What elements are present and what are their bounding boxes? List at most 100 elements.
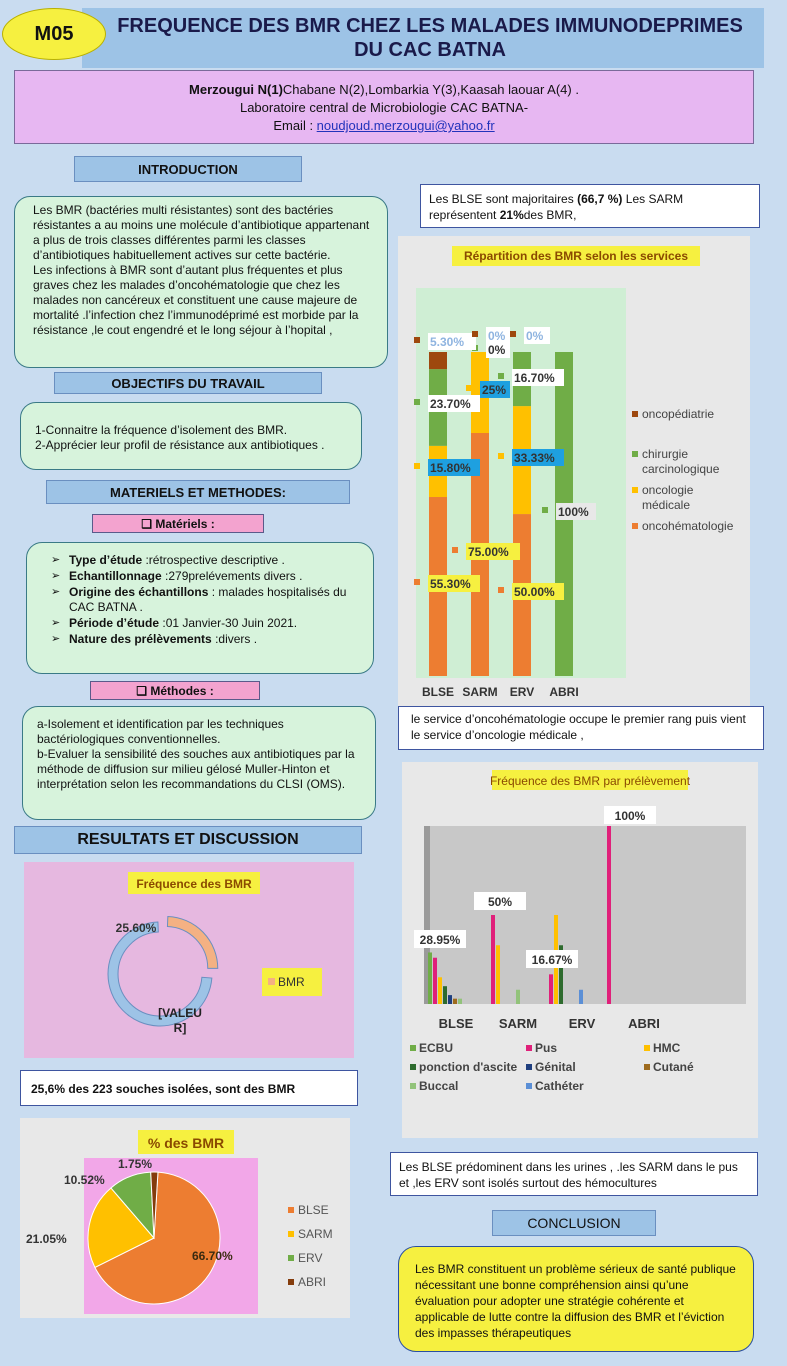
materiel-value: : malades hospitalisés du CAC BATNA . bbox=[69, 585, 347, 614]
poster-code-badge: M05 bbox=[2, 8, 106, 60]
conclusion-text: Les BMR constituent un problème sérieux … bbox=[415, 1262, 736, 1340]
methode-b: b-Evaluer la sensibilité des souches aux… bbox=[37, 747, 355, 791]
cluster-legend-label: ECBU bbox=[419, 1041, 453, 1055]
stack-data-label-bg bbox=[486, 341, 510, 358]
blse-note-bold: 21% bbox=[499, 208, 524, 222]
materiels-label: ❑ Matériels : bbox=[92, 514, 264, 533]
stack-data-label-key bbox=[414, 463, 420, 469]
cluster-legend-swatch bbox=[644, 1064, 650, 1070]
cluster-bar bbox=[491, 915, 495, 1004]
pie-legend-swatch bbox=[288, 1231, 294, 1237]
donut-data-label: R] bbox=[174, 1021, 187, 1035]
stack-data-label: 55.30% bbox=[430, 577, 471, 591]
pie-legend-label: SARM bbox=[298, 1227, 333, 1241]
materiel-item: Période d’étude :01 Janvier-30 Juin 2021… bbox=[47, 616, 359, 631]
conclusion-box: Les BMR constituent un problème sérieux … bbox=[398, 1246, 754, 1352]
title-line-1: FREQUENCE DES BMR CHEZ LES MALADES IMMUN… bbox=[117, 15, 743, 37]
cluster-data-label-bg bbox=[474, 892, 526, 910]
service-note-box: le service d’oncohématologie occupe le p… bbox=[398, 706, 764, 750]
objectif-2: 2-Apprécier leur profil de résistance au… bbox=[35, 438, 325, 452]
stack-data-label-key bbox=[466, 385, 472, 391]
methodes-heading-text: MATERIELS ET METHODES: bbox=[110, 484, 286, 500]
cluster-bar bbox=[579, 989, 583, 1004]
stack-data-label-bg bbox=[512, 449, 564, 466]
donut-title: Fréquence des BMR bbox=[136, 877, 252, 891]
pie-slice-sarm bbox=[87, 1187, 155, 1269]
stack-category-label: ERV bbox=[510, 685, 534, 699]
cluster-legend-label: Buccal bbox=[419, 1079, 458, 1093]
stack-legend-swatch bbox=[632, 523, 638, 529]
stack-data-label-key bbox=[498, 373, 504, 379]
cluster-category-label: BLSE bbox=[439, 1016, 474, 1031]
authors-box: Merzougui N(1)Chabane N(2),Lombarkia Y(3… bbox=[14, 70, 754, 144]
cluster-bar bbox=[458, 998, 462, 1004]
pie-legend-swatch bbox=[288, 1279, 294, 1285]
email-link[interactable]: noudjoud.merzougui@yahoo.fr bbox=[316, 118, 495, 133]
pie-slice-abri bbox=[150, 1171, 159, 1239]
stack-category-label: BLSE bbox=[422, 685, 454, 699]
cluster-legend-label: Cutané bbox=[653, 1060, 694, 1074]
cluster-legend-swatch bbox=[410, 1083, 416, 1089]
stack-data-label-bg bbox=[556, 503, 596, 520]
stack-data-label: 0% bbox=[488, 343, 506, 357]
stack-data-label: 50.00% bbox=[514, 585, 555, 599]
blse-note-bold: (66,7 %) bbox=[577, 192, 623, 206]
objectifs-box: 1-Connaitre la fréquence d’isolement des… bbox=[20, 402, 362, 470]
title-line-2: DU CAC BATNA bbox=[354, 39, 506, 61]
cluster-data-label: 28.95% bbox=[420, 933, 461, 947]
conclusion-heading-text: CONCLUSION bbox=[527, 1215, 621, 1231]
stack-data-label-key bbox=[542, 507, 548, 513]
cluster-plot-bg bbox=[430, 826, 746, 1004]
cluster-legend-swatch bbox=[410, 1045, 416, 1051]
stack-data-label: 75.00% bbox=[468, 545, 509, 559]
cluster-category-label: ABRI bbox=[628, 1016, 660, 1031]
cluster-legend-swatch bbox=[526, 1045, 532, 1051]
cluster-bar bbox=[438, 977, 442, 1004]
materiel-value: :279prelévements divers . bbox=[161, 569, 303, 583]
poster-title: FREQUENCE DES BMR CHEZ LES MALADES IMMUN… bbox=[100, 14, 760, 62]
introduction-paragraph-1: Les BMR (bactéries multi résistantes) so… bbox=[33, 203, 370, 262]
stack-data-label-bg bbox=[480, 381, 510, 398]
resultats-heading-text: RESULTATS ET DISCUSSION bbox=[77, 831, 299, 848]
pie-data-label: 66.70% bbox=[192, 1249, 233, 1263]
pie-title: % des BMR bbox=[148, 1135, 224, 1151]
prelevement-note-box: Les BLSE prédominent dans les urines , .… bbox=[390, 1152, 758, 1196]
cluster-title-bg bbox=[492, 770, 688, 790]
donut-data-label: 25.60% bbox=[116, 921, 157, 935]
materiel-key: Nature des prélèvements bbox=[69, 632, 212, 646]
stack-data-label: 0% bbox=[488, 329, 506, 343]
stack-data-label-key bbox=[452, 547, 458, 553]
stack-data-label-bg bbox=[428, 333, 476, 350]
blse-note-part: Les BLSE sont majoritaires bbox=[429, 192, 578, 206]
cluster-legend-swatch bbox=[526, 1064, 532, 1070]
stack-data-label: 25% bbox=[482, 383, 506, 397]
conclusion-heading: CONCLUSION bbox=[492, 1210, 656, 1236]
materiel-item: Nature des prélèvements :divers . bbox=[47, 632, 359, 647]
methodes-box: a-Isolement et identification par les te… bbox=[22, 706, 376, 820]
stack-data-label-bg bbox=[486, 327, 510, 344]
stack-data-label-bg bbox=[428, 459, 480, 476]
stack-data-label: 5.30% bbox=[430, 335, 464, 349]
stack-data-label-bg bbox=[512, 583, 564, 600]
materiel-value: :rétrospective descriptive . bbox=[142, 553, 285, 567]
stack-data-label: 23.70% bbox=[430, 397, 471, 411]
stack-data-label: 16.70% bbox=[514, 371, 555, 385]
stack-data-label: 0% bbox=[526, 329, 544, 343]
poster-code: M05 bbox=[34, 22, 74, 45]
cluster-data-label: 50% bbox=[488, 895, 512, 909]
stack-data-label-key bbox=[414, 399, 420, 405]
introduction-paragraph-2: Les infections à BMR sont d’autant plus … bbox=[33, 263, 359, 337]
stack-legend-label: carcinologique bbox=[642, 462, 720, 476]
pie-data-label: 1.75% bbox=[118, 1157, 152, 1171]
cluster-category-label: SARM bbox=[499, 1016, 537, 1031]
donut-legend-swatch bbox=[268, 978, 275, 985]
materiel-value: :divers . bbox=[211, 632, 258, 646]
cluster-legend-label: ponction d'ascite bbox=[419, 1060, 518, 1074]
objectifs-heading: OBJECTIFS DU TRAVAIL bbox=[54, 372, 322, 394]
stack-data-label: 33.33% bbox=[514, 451, 555, 465]
stack-data-label-key bbox=[414, 337, 420, 343]
materiel-key: Type d’étude bbox=[69, 553, 143, 567]
cluster-bar bbox=[453, 998, 457, 1004]
